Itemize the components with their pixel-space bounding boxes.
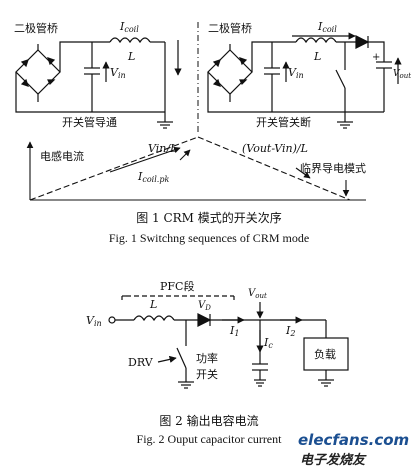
cap-plus-right: + [372, 52, 380, 63]
figure2-caption-en: Fig. 2 Ouput capacitor current [136, 432, 282, 446]
fig2-i2-label: I2 [285, 324, 295, 338]
fig1-waveform [26, 136, 366, 201]
vin-label-left: Vin [110, 66, 126, 80]
fig2-ic-label: Ic [263, 336, 273, 350]
mode-label: 临界导电模式 [300, 161, 366, 175]
fig2-inductor [133, 315, 175, 322]
coil-current-left: Icoil [119, 20, 139, 34]
fig2-diode [197, 313, 212, 327]
peak-label: Icoil.pk [137, 170, 169, 184]
inductor-left [109, 37, 151, 44]
state-label-right: 开关管关断 [256, 115, 311, 129]
waveform-y-label: 电感电流 [40, 149, 84, 163]
fig2-switch-label-2: 开关 [196, 367, 218, 381]
watermark-logo: elecfans.com [298, 431, 410, 449]
figure1-caption-cn: 图 1 CRM 模式的开关次序 [136, 211, 282, 225]
inductor-label-left: L [127, 50, 135, 63]
watermark-cn: 电子发烧友 [300, 453, 366, 468]
fig1-left-circuit [15, 37, 182, 129]
fig1-right-circuit [207, 32, 402, 129]
fig2-inductor-label: L [149, 298, 157, 311]
fig2-load-label: 负载 [314, 347, 336, 361]
inductor-right [295, 37, 337, 44]
fig2-vout-label: Vout [248, 288, 267, 300]
figure1-caption-en: Fig. 1 Switchng sequences of CRM mode [108, 231, 310, 245]
fig2-switch-label-1: 功率 [196, 351, 218, 365]
fig2-i1-label: I1 [229, 324, 239, 338]
rise-slope-label: Vin/L [148, 142, 177, 155]
fig2-drv-label: DRV [128, 356, 154, 369]
figure2-caption-cn: 图 2 输出电容电流 [159, 414, 259, 428]
coil-current-right: Icoil [317, 20, 337, 34]
fig2-diode-label: VD [198, 300, 211, 312]
inductor-label-right: L [313, 50, 321, 63]
output-diode-right [355, 35, 370, 49]
vout-label-right: Vout [393, 69, 411, 80]
bridge-label-left: 二极管桥 [14, 21, 58, 35]
vin-label-right: Vin [288, 66, 304, 80]
fig2-vin-label: Vin [86, 314, 102, 328]
state-label-left: 开关管导通 [62, 115, 117, 129]
fall-slope-label: (Vout-Vin)/L [242, 142, 308, 155]
bridge-label-right: 二极管桥 [208, 21, 252, 35]
diode-bridge-right [207, 44, 253, 102]
pfc-label: PFC段 [160, 279, 194, 293]
diode-bridge-left [15, 44, 61, 102]
fig2-circuit [108, 295, 349, 389]
watermark: elecfans.com 电子发烧友 [298, 430, 418, 468]
